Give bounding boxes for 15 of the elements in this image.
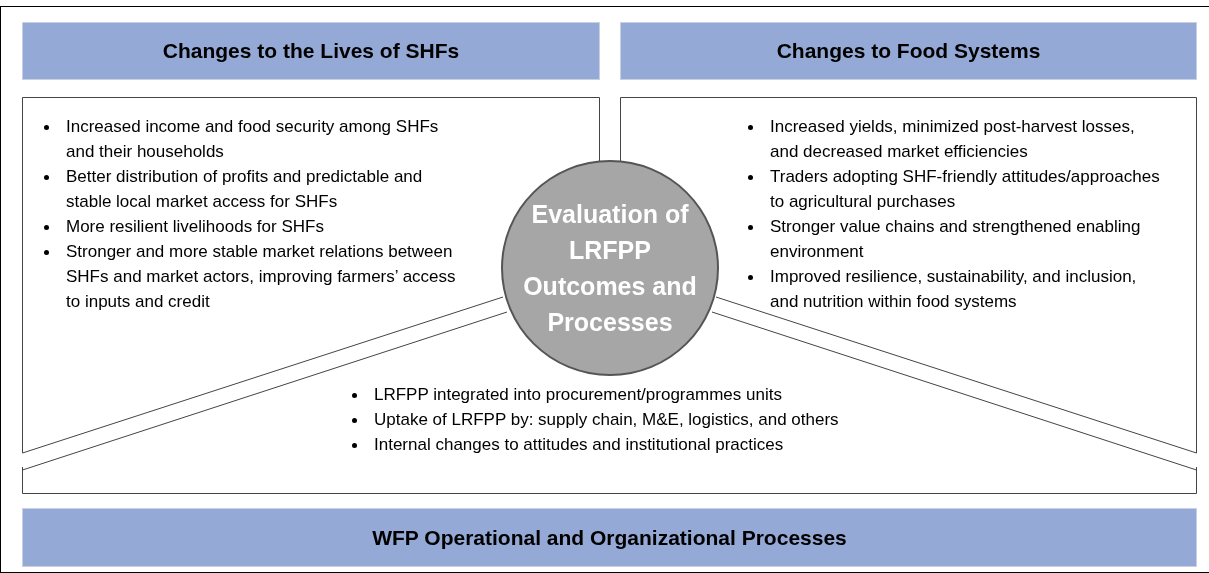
bullet-text: Internal changes to attitudes and institutional practices (374, 434, 785, 456)
bullet-text: Uptake of LRFPP by: supply chain, M&E, logistics, and others (374, 409, 840, 431)
bullet-text: LRFPP integrated into procurement/programmes units (374, 384, 783, 406)
header-band: Changes to the Lives of SHFs (22, 22, 600, 80)
bullet-text: Improved resilience, sustainability, and inclusion, and nutrition within food systems (770, 266, 1138, 313)
evaluation-circle: Evaluation of LRFPP Outcomes and Processes (501, 160, 719, 376)
header-band: Changes to Food Systems (620, 22, 1197, 80)
bullet-text: Better distribution of profits and predictable and stable local market access for SHFs (66, 166, 424, 213)
bullet-text: Stronger and more stable market relations between SHFs and market actors, improving farmers’ access to inputs and credit (66, 241, 457, 313)
bullet-text: Stronger value chains and strengthened enabling environment (770, 216, 1142, 263)
bullet-text: Increased income and food security among SHFs and their households (66, 116, 440, 163)
bullet-text: Traders adopting SHF-friendly attitudes/approaches to agricultural purchases (770, 166, 1161, 213)
bullet-text: More resilient livelihoods for SHFs (66, 216, 325, 238)
bullet-text: Increased yields, minimized post-harvest losses, and decreased market efficiencies (770, 116, 1136, 163)
footer-band: WFP Operational and Organizational Processes (22, 508, 1197, 567)
